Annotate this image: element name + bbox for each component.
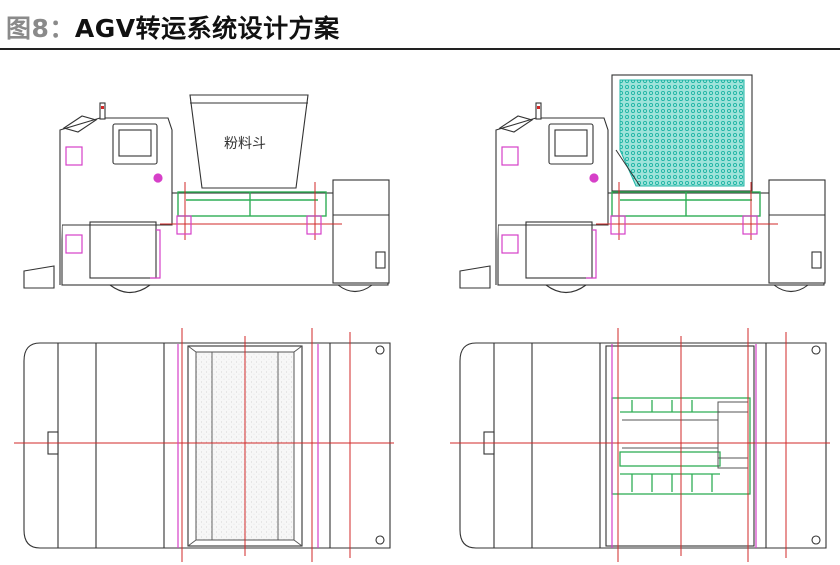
mesh-view-magenta-parts: [501, 146, 758, 279]
figure-title: 图8：AGV转运系统设计方案: [6, 9, 340, 45]
top-view-mesh-guides: [450, 328, 830, 562]
top-view-mesh-bars: [611, 344, 757, 548]
mesh-green-frame: [611, 191, 761, 217]
side-view-hopper: [23, 94, 390, 294]
mesh-panel: [619, 79, 745, 187]
side-view-magenta-parts: [65, 146, 322, 279]
top-view-hopper-bars: [177, 344, 319, 548]
figure-title-text: AGV转运系统设计方案: [74, 14, 340, 43]
top-view-mesh: [459, 342, 827, 549]
figure-label: 图8：: [6, 14, 75, 43]
figure-header: 图8：AGV转运系统设计方案: [0, 0, 840, 50]
side-view-guides: [160, 182, 342, 240]
top-view-hopper-guides: [14, 328, 394, 562]
mesh-slope-edge: [615, 149, 641, 187]
hopper-green-frame: [177, 191, 327, 217]
hopper-label: 粉料斗: [224, 136, 266, 152]
mesh-view-guides: [596, 182, 778, 240]
